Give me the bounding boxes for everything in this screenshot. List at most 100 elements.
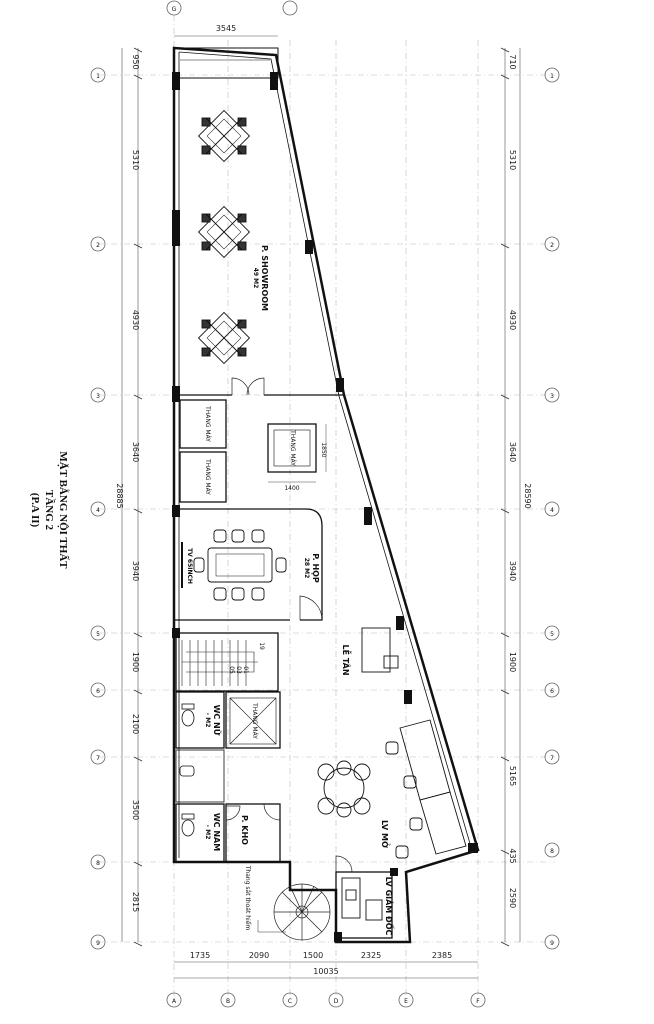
dim-bottom-2325: 2325	[361, 951, 381, 960]
grid-label-left-3: 3	[96, 393, 100, 400]
grid-label-bottom-e: E	[404, 998, 408, 1005]
room-label-meeting-area: 28 M2	[303, 558, 310, 579]
room-label-wc-nam-area: - M2	[204, 825, 211, 840]
interior-walls	[174, 394, 393, 939]
grid-lines	[98, 15, 555, 1000]
dim-left-950: 950	[131, 54, 140, 69]
elevator-dimension-lines	[268, 424, 327, 483]
room-label-showroom: P. SHOWROOM	[260, 245, 269, 311]
dim-left-2815: 2815	[131, 892, 140, 912]
elevator-label-1: THANG MÁY	[204, 405, 211, 442]
dim-left-3940: 3940	[131, 561, 140, 581]
dim-right-5310: 5310	[508, 150, 517, 170]
grid-label-bottom-g: G	[172, 6, 177, 13]
dim-right-3940: 3940	[508, 561, 517, 581]
room-label-wc-nam: WC NAM	[212, 813, 221, 851]
grid-label-bottom-a: A	[172, 998, 177, 1005]
room-label-meeting-tv: TV 65INCH	[186, 548, 193, 584]
round-table-set	[317, 760, 371, 818]
room-label-wc-nu-area: - M2	[204, 713, 211, 728]
dim-left-5310: 5310	[131, 150, 140, 170]
grid-label-right-9: 9	[550, 940, 554, 947]
meeting-table	[181, 529, 287, 601]
dim-left-2100: 2100	[131, 714, 140, 734]
grid-label-left-5: 5	[96, 631, 100, 638]
room-label-reception: LỄ TÂN	[341, 644, 353, 675]
dimension-lines	[121, 35, 521, 979]
grid-label-bottom-d: D	[334, 998, 339, 1005]
drawing-floor: TẦNG 2	[43, 490, 56, 531]
dim-bottom-1735: 1735	[190, 951, 210, 960]
open-workstations	[385, 719, 467, 859]
showroom-display-table-2	[197, 205, 251, 259]
room-label-meeting: P. HỌP	[311, 553, 320, 583]
spiral-stair-leader	[257, 920, 286, 933]
reception-desk	[361, 627, 399, 673]
dim-left-3500: 3500	[131, 800, 140, 820]
showroom-display-table-1	[197, 109, 251, 163]
grid-label-left-1: 1	[96, 73, 100, 80]
room-label-showroom-area: 49 M2	[252, 268, 259, 289]
dim-bottom-2385: 2385	[432, 951, 452, 960]
grid-bubbles-right	[544, 67, 560, 950]
grid-label-left-9: 9	[96, 940, 100, 947]
grid-label-right-2: 2	[550, 242, 554, 249]
room-label-kho: P. KHO	[240, 815, 249, 845]
dim-bottom-total: 10035	[313, 967, 338, 976]
grid-label-bottom-b: B	[226, 998, 230, 1005]
grid-label-bottom-f: F	[476, 998, 480, 1005]
grid-label-right-8: 8	[550, 848, 554, 855]
grid-label-left-7: 7	[96, 755, 100, 762]
building-walls	[172, 46, 480, 944]
dim-left-total: 28885	[115, 483, 124, 508]
room-label-lv-mo: LV MỞ	[380, 820, 392, 848]
drawing-title: MẶT BẰNG NỘI THẤT	[57, 451, 70, 569]
dim-bottom-2090: 2090	[249, 951, 269, 960]
showroom-display-table-3	[197, 311, 251, 365]
dimension-ticks	[133, 47, 510, 947]
toilet-fixtures	[179, 703, 195, 837]
grid-label-left-8: 8	[96, 860, 100, 867]
elevator-label-3: THANG MÁY	[289, 429, 296, 466]
dim-bottom-1500: 1500	[303, 951, 323, 960]
elevator-dim-width: 1400	[284, 485, 299, 492]
dim-left-1900: 1900	[131, 652, 140, 672]
grid-label-right-4: 4	[550, 507, 554, 514]
dim-right-710: 710	[508, 54, 517, 69]
grid-label-left-6: 6	[96, 688, 100, 695]
room-label-giam-doc: LV GIÁM ĐỐC	[384, 877, 396, 936]
stair-step-03: 03	[235, 666, 242, 674]
structural-columns	[172, 72, 478, 942]
dim-right-435: 435	[508, 848, 517, 863]
drawing-option: (P.A II)	[29, 493, 41, 528]
dim-right-4930: 4930	[508, 310, 517, 330]
grid-label-right-5: 5	[550, 631, 554, 638]
spiral-stair-note: Thang sắt thoát hiểm	[244, 865, 251, 931]
doors	[225, 377, 353, 873]
dim-right-total: 28590	[523, 483, 532, 508]
grid-label-left-2: 2	[96, 242, 100, 249]
grid-bubbles-left	[90, 67, 106, 950]
grid-label-right-3: 3	[550, 393, 554, 400]
dim-right-5165: 5165	[508, 766, 517, 786]
elevator-label-2: THANG MÁY	[204, 458, 211, 495]
dim-right-2590: 2590	[508, 888, 517, 908]
grid-label-bottom-c: C	[288, 998, 292, 1005]
grid-label-left-4: 4	[96, 507, 100, 514]
grid-label-right-1: 1	[550, 73, 554, 80]
elevator-label-4: THANG MÁY	[251, 702, 258, 739]
stair-step-19: 19	[258, 642, 265, 650]
dim-right-3640: 3640	[508, 442, 517, 462]
stair-step-05: 05	[228, 666, 235, 674]
dim-left-4930: 4930	[131, 310, 140, 330]
dim-left-3640: 3640	[131, 442, 140, 462]
stair-step-01: 01	[242, 666, 249, 674]
grid-label-right-7: 7	[550, 755, 554, 762]
spiral-stair	[273, 883, 331, 941]
dim-top-3545: 3545	[216, 24, 236, 33]
elevator-dim-height: 1850	[320, 442, 327, 457]
elevator-shaft-marks	[229, 697, 277, 745]
room-label-wc-nu: WC NỮ	[212, 705, 223, 736]
director-desk	[341, 877, 383, 921]
